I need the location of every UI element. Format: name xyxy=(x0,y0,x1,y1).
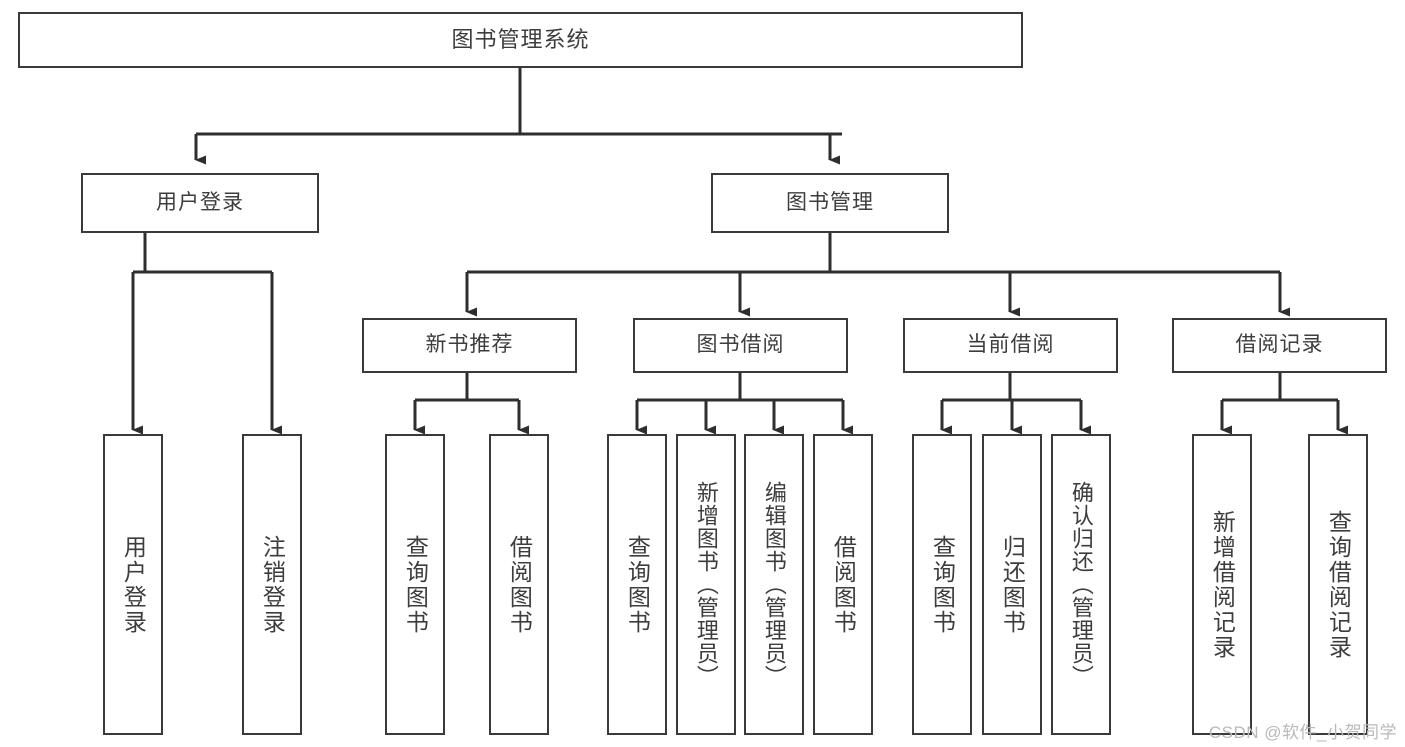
node-label: 图书管理 xyxy=(786,190,874,214)
leaf-current-query-book[interactable]: 查询图书 xyxy=(912,434,972,735)
node-label: 图书管理系统 xyxy=(451,27,590,53)
leaf-newbook-query-book[interactable]: 查询图书 xyxy=(385,434,445,735)
node-book-borrow[interactable]: 图书借阅 xyxy=(633,318,848,373)
node-user-login[interactable]: 用户登录 xyxy=(81,173,319,233)
leaf-borrow-add-book-admin[interactable]: 新增图书（管理员） xyxy=(676,434,736,735)
node-label: 当前借阅 xyxy=(966,333,1055,357)
node-current-borrow[interactable]: 当前借阅 xyxy=(903,318,1118,373)
leaf-current-confirm-return-admin[interactable]: 确认归还（管理员） xyxy=(1051,434,1111,735)
node-label: 借阅图书 xyxy=(506,534,533,635)
leaf-borrow-query-book[interactable]: 查询图书 xyxy=(607,434,667,735)
node-label: 借阅记录 xyxy=(1235,333,1324,357)
node-label: 确认归还（管理员） xyxy=(1068,481,1094,688)
node-label: 归还图书 xyxy=(999,534,1026,635)
node-label: 编辑图书（管理员） xyxy=(761,481,787,688)
node-label: 新书推荐 xyxy=(425,333,514,357)
leaf-record-query-record[interactable]: 查询借阅记录 xyxy=(1308,434,1368,735)
node-label: 查询图书 xyxy=(929,534,956,635)
leaf-newbook-borrow-book[interactable]: 借阅图书 xyxy=(489,434,549,735)
node-label: 新增借阅记录 xyxy=(1209,509,1236,660)
leaf-borrow-borrow-book[interactable]: 借阅图书 xyxy=(813,434,873,735)
node-label: 借阅图书 xyxy=(830,534,857,635)
leaf-record-add-record[interactable]: 新增借阅记录 xyxy=(1192,434,1252,735)
csdn-watermark: CSDN @软件_小贺同学 xyxy=(1208,723,1397,742)
node-label: 查询图书 xyxy=(402,534,429,635)
node-label: 用户登录 xyxy=(156,190,244,214)
node-borrow-record[interactable]: 借阅记录 xyxy=(1172,318,1387,373)
leaf-current-return-book[interactable]: 归还图书 xyxy=(982,434,1042,735)
node-label: 查询借阅记录 xyxy=(1325,509,1352,660)
node-root-system[interactable]: 图书管理系统 xyxy=(18,12,1023,68)
node-label: 注销登录 xyxy=(259,534,286,635)
leaf-borrow-edit-book-admin[interactable]: 编辑图书（管理员） xyxy=(744,434,804,735)
node-label: 新增图书（管理员） xyxy=(693,481,719,688)
node-label: 查询图书 xyxy=(624,534,651,635)
node-book-management[interactable]: 图书管理 xyxy=(711,173,949,233)
leaf-user-login[interactable]: 用户登录 xyxy=(103,434,163,735)
node-label: 用户登录 xyxy=(120,534,147,635)
node-label: 图书借阅 xyxy=(696,333,785,357)
node-new-book-recommend[interactable]: 新书推荐 xyxy=(362,318,577,373)
leaf-logout[interactable]: 注销登录 xyxy=(242,434,302,735)
